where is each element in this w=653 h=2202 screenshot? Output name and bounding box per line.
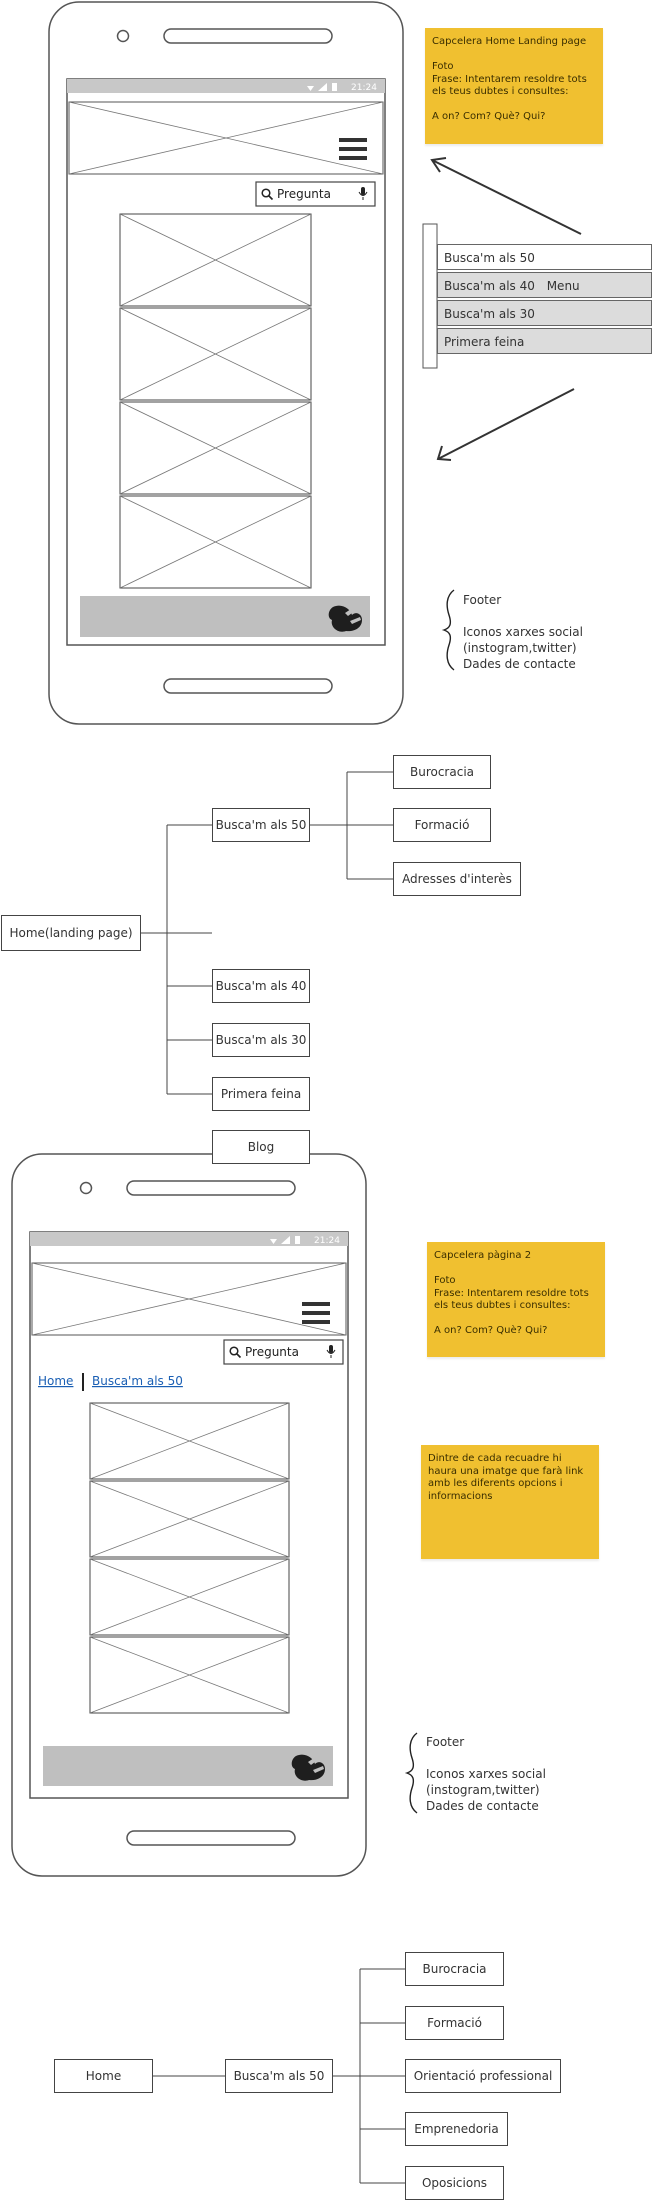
footer-brace bbox=[404, 1732, 418, 1814]
arrow-to-tiles bbox=[436, 388, 575, 461]
footer-bar bbox=[80, 596, 370, 637]
submenu-frame bbox=[422, 223, 438, 369]
sitemap-node-root: Home bbox=[54, 2059, 153, 2093]
submenu-item-primera-feina[interactable]: Primera feina bbox=[437, 328, 652, 354]
battery-icon bbox=[295, 1236, 300, 1244]
status-time: 21:24 bbox=[351, 83, 377, 93]
image-tile[interactable] bbox=[119, 213, 312, 307]
image-tile[interactable] bbox=[89, 1402, 290, 1480]
image-tile[interactable] bbox=[119, 401, 312, 495]
phone-mockup-2: 21:24 Pregunta Home Busca'm als 50 bbox=[11, 1153, 367, 1877]
sign-language-icon[interactable] bbox=[328, 605, 362, 632]
submenu-item-label: Busca'm als 50 bbox=[444, 251, 535, 265]
sitemap-node-root: Home(landing page) bbox=[1, 915, 141, 951]
status-bar bbox=[30, 1232, 348, 1246]
submenu-item-label: Busca'm als 40 bbox=[444, 279, 535, 293]
signal-icon bbox=[281, 1236, 290, 1244]
camera-icon bbox=[116, 29, 130, 43]
sticky-note-boxes: Dintre de cada recuadre hi haura una ima… bbox=[421, 1445, 599, 1559]
submenu-item-50[interactable]: Busca'm als 50 bbox=[437, 244, 652, 270]
search-input[interactable] bbox=[223, 1339, 344, 1365]
wifi-icon bbox=[270, 1239, 277, 1244]
sitemap-node: Formació bbox=[405, 2006, 504, 2040]
sign-language-icon[interactable] bbox=[291, 1754, 325, 1781]
status-time: 21:24 bbox=[314, 1236, 340, 1246]
sitemap-node: Busca'm als 30 bbox=[212, 1023, 310, 1057]
footer-annotation-body: Iconos xarxes social (instogram,twitter)… bbox=[426, 1767, 546, 1813]
submenu-item-label: Busca'm als 30 bbox=[444, 307, 535, 321]
sitemap-node: Formació bbox=[393, 808, 491, 842]
submenu-item-label: Primera feina bbox=[444, 335, 525, 349]
sitemap-node: Busca'm als 50 bbox=[225, 2059, 333, 2093]
search-placeholder: Pregunta bbox=[277, 187, 331, 201]
hamburger-menu-icon[interactable] bbox=[339, 138, 367, 160]
battery-icon bbox=[332, 83, 337, 91]
sitemap-node: Emprenedoria bbox=[405, 2112, 508, 2146]
sticky-note-header: Capcelera Home Landing page Foto Frase: … bbox=[425, 28, 603, 144]
sitemap-2-connectors bbox=[153, 1968, 405, 2184]
sticky-note-header-page2: Capcelera pàgina 2 Foto Frase: Intentare… bbox=[427, 1242, 605, 1357]
breadcrumb-current-link[interactable]: Busca'm als 50 bbox=[92, 1374, 183, 1388]
sitemap-node: Orientació professional bbox=[405, 2059, 561, 2093]
sitemap-node: Oposicions bbox=[405, 2166, 504, 2200]
search-icon bbox=[229, 1346, 242, 1359]
home-button[interactable] bbox=[163, 678, 333, 694]
speaker-slot bbox=[126, 1180, 296, 1196]
sitemap-node: Burocracia bbox=[405, 1952, 504, 1986]
footer-annotation-title: Footer bbox=[463, 593, 502, 607]
sitemap-node: Busca'm als 50 bbox=[212, 808, 310, 842]
sitemap-node: Adresses d'interès bbox=[393, 862, 521, 896]
search-input[interactable] bbox=[255, 181, 376, 207]
sitemap-node: Busca'm als 40 bbox=[212, 969, 310, 1003]
footer-brace bbox=[441, 589, 455, 671]
home-button[interactable] bbox=[126, 1830, 296, 1846]
sitemap-node: Primera feina bbox=[212, 1077, 310, 1111]
sitemap-node: Blog bbox=[212, 1130, 310, 1164]
hamburger-menu-icon[interactable] bbox=[302, 1302, 330, 1324]
image-tile[interactable] bbox=[89, 1480, 290, 1558]
submenu-dropdown: Busca'm als 50 Busca'm als 40 Menu despl… bbox=[437, 244, 652, 356]
breadcrumb: Home Busca'm als 50 bbox=[38, 1373, 183, 1391]
search-icon bbox=[261, 188, 274, 201]
breadcrumb-home-link[interactable]: Home bbox=[38, 1374, 73, 1388]
image-tile[interactable] bbox=[119, 495, 312, 589]
search-placeholder: Pregunta bbox=[245, 1345, 299, 1359]
mic-icon[interactable] bbox=[358, 187, 368, 200]
submenu-item-30[interactable]: Busca'm als 30 bbox=[437, 300, 652, 326]
signal-icon bbox=[318, 83, 327, 91]
submenu-item-40[interactable]: Busca'm als 40 Menu desplegable bbox=[437, 272, 652, 319]
phone-mockup-1: 21:24 Pregunta bbox=[48, 1, 404, 725]
image-tile[interactable] bbox=[119, 307, 312, 401]
sitemap-node-label: Home(landing page) bbox=[1, 915, 141, 951]
footer-bar bbox=[43, 1746, 333, 1786]
image-tile[interactable] bbox=[89, 1636, 290, 1714]
footer-annotation-body: Iconos xarxes social (instogram,twitter)… bbox=[463, 625, 583, 671]
sitemap-1-connectors bbox=[141, 771, 393, 1095]
speaker-slot bbox=[163, 28, 333, 44]
camera-icon bbox=[79, 1181, 93, 1195]
sitemap-node: Burocracia bbox=[393, 755, 491, 789]
breadcrumb-separator bbox=[82, 1373, 84, 1391]
image-tile[interactable] bbox=[89, 1558, 290, 1636]
arrow-to-header bbox=[430, 157, 582, 235]
status-bar bbox=[67, 79, 385, 93]
mic-icon[interactable] bbox=[326, 1345, 336, 1358]
wifi-icon bbox=[307, 86, 314, 91]
footer-annotation-title: Footer bbox=[426, 1735, 465, 1749]
